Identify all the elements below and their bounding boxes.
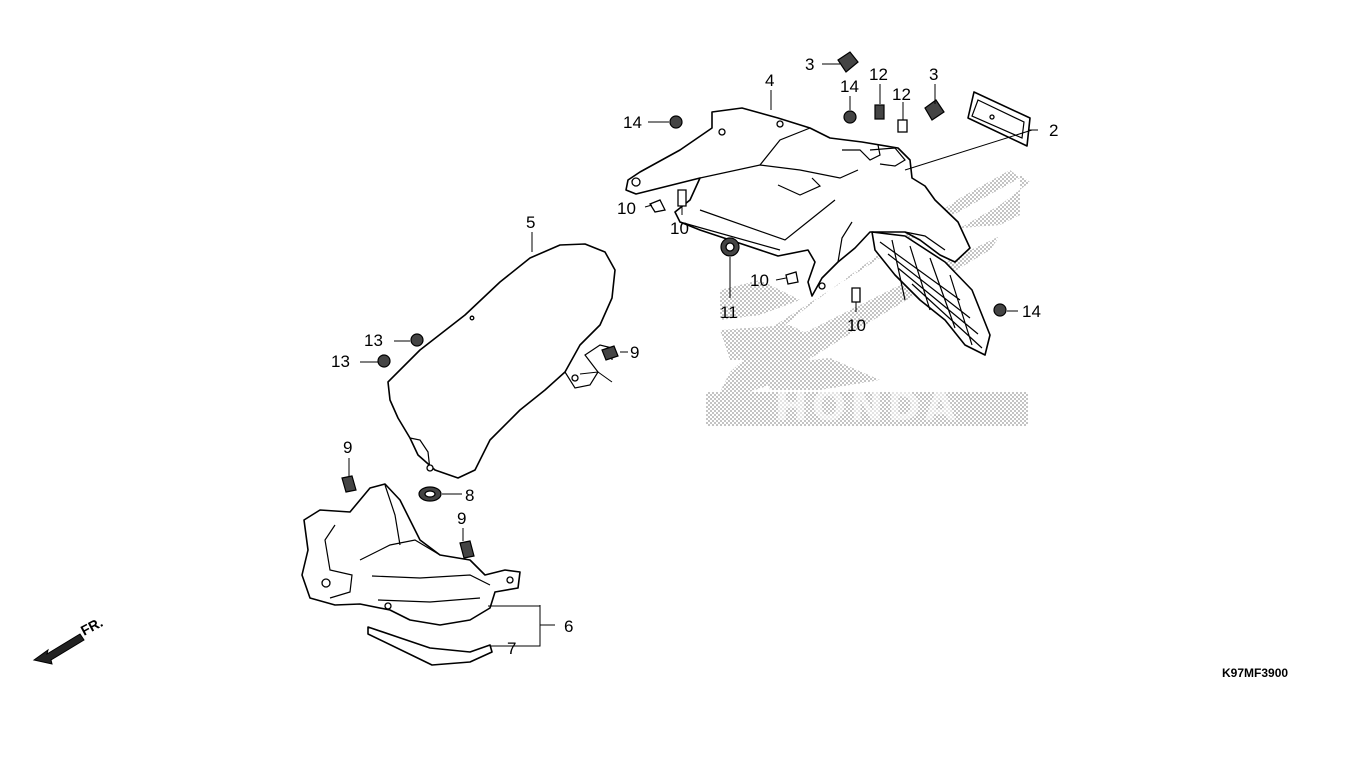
- callout-3b: 3: [929, 65, 938, 84]
- nut-13a: [410, 333, 424, 347]
- rear-splash-guard: [871, 231, 991, 356]
- nut-14b: [843, 110, 857, 124]
- stud-12a: [874, 104, 885, 120]
- callout-9a: 9: [630, 343, 639, 362]
- callout-10b: 10: [670, 219, 689, 238]
- callouts: 2 3 3 4 5 6 7 8 9 9 9 10 10 10 10 11 12 …: [331, 55, 1058, 658]
- callout-3a: 3: [805, 55, 814, 74]
- callout-9b: 9: [343, 438, 352, 457]
- front-label: FR.: [78, 614, 105, 639]
- diagram-code: K97MF3900: [1222, 666, 1288, 680]
- grommet-8: [418, 486, 442, 502]
- clip-nut-3a: [837, 51, 859, 73]
- rear-fender-part-5: [387, 243, 616, 479]
- callout-4: 4: [765, 71, 774, 90]
- bolt-9a: [601, 345, 619, 361]
- callout-12a: 12: [869, 65, 888, 84]
- strip-part-7: [367, 626, 493, 666]
- honda-wordmark: HONDA: [774, 384, 959, 430]
- leader-lines: [348, 63, 1038, 647]
- grommet-11: [720, 237, 740, 257]
- honda-watermark-text: HONDA: [706, 384, 1028, 430]
- callout-9c: 9: [457, 509, 466, 528]
- front-direction-indicator: FR.: [32, 614, 105, 665]
- callout-13b: 13: [331, 352, 350, 371]
- stud-12b: [897, 119, 908, 133]
- callout-11: 11: [720, 303, 738, 322]
- callout-13a: 13: [364, 331, 383, 350]
- honda-wing-logo: [720, 170, 1030, 395]
- hardware: [341, 51, 1007, 559]
- clip-10b: [677, 189, 687, 207]
- callout-14a: 14: [623, 113, 642, 132]
- bolt-9b: [341, 475, 357, 493]
- callout-12b: 12: [892, 85, 911, 104]
- clip-10a: [649, 199, 666, 213]
- nut-14c: [993, 303, 1007, 317]
- callout-14b: 14: [840, 77, 859, 96]
- callout-7: 7: [507, 639, 516, 658]
- callout-10d: 10: [847, 316, 866, 335]
- nut-13b: [377, 354, 391, 368]
- bolt-9c: [459, 540, 475, 559]
- callout-10a: 10: [617, 199, 636, 218]
- callout-5: 5: [526, 213, 535, 232]
- clip-nut-3b: [924, 99, 945, 121]
- rear-fender-lower-part-6: [301, 483, 521, 626]
- nut-14a: [669, 115, 683, 129]
- callout-14c: 14: [1022, 302, 1041, 321]
- reflector-part-2: [967, 91, 1031, 147]
- clip-10d: [851, 287, 861, 303]
- callout-6: 6: [564, 617, 573, 636]
- rear-fender-upper-part-4: [625, 107, 971, 297]
- callout-10c: 10: [750, 271, 769, 290]
- callout-8: 8: [465, 486, 474, 505]
- clip-10c: [785, 271, 799, 285]
- callout-2: 2: [1049, 121, 1058, 140]
- front-arrow-icon: [32, 633, 85, 665]
